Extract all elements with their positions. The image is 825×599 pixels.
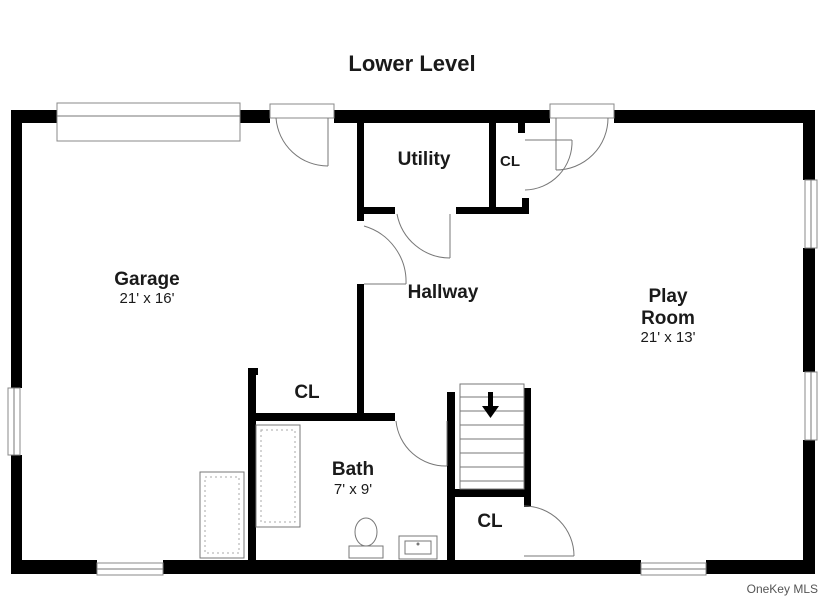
down-arrow-icon — [482, 392, 499, 418]
garage-shower-stall — [199, 471, 245, 559]
wall-utility-bottom-left — [357, 207, 395, 214]
shower-stall-inner — [260, 429, 296, 523]
closet-stair-label: CL — [477, 511, 503, 532]
wall-closet-stair-right — [524, 497, 531, 507]
wall-stair-left — [447, 392, 455, 574]
bath-dimensions: 7' x 9' — [334, 481, 372, 498]
sink-icon — [398, 535, 438, 560]
garage-label: Garage — [114, 269, 179, 290]
wall-closet-left-stub — [248, 368, 258, 375]
playroom-dimensions: 21' x 13' — [641, 329, 696, 346]
wall-top-center — [334, 110, 550, 123]
wall-top-left — [11, 110, 57, 123]
wall-stair-right — [524, 388, 531, 498]
playroom-entry-door-frame — [549, 103, 615, 119]
windows — [7, 102, 818, 576]
garage-entry-door-swing — [275, 117, 329, 167]
utility-door-swing — [396, 213, 451, 259]
room-labels: Garage 21' x 16' Utility CL Hallway Play… — [114, 149, 695, 532]
wall-right-bottom — [803, 440, 815, 574]
hallway-label: Hallway — [408, 282, 479, 303]
garage-door-window — [56, 102, 241, 142]
closet-garage-label: CL — [294, 382, 320, 403]
wall-top-right — [614, 110, 815, 123]
wall-closet-right-stub — [357, 368, 364, 374]
wall-bath-top — [248, 413, 395, 421]
wall-hall-left — [357, 284, 364, 420]
staircase — [459, 383, 525, 490]
wall-left-upper — [11, 110, 22, 388]
mls-credit: OneKey MLS — [747, 582, 818, 596]
playroom-label-line2: Room — [641, 308, 695, 329]
stair-closet-door-swing — [523, 505, 575, 557]
doors — [269, 103, 615, 557]
wall-utility-closet-divider — [489, 121, 496, 214]
shower-stall — [255, 424, 301, 528]
playroom-entry-door-swing — [555, 117, 609, 171]
wall-bath-left — [248, 368, 256, 574]
wall-bottom-left — [11, 560, 97, 574]
utility-label: Utility — [398, 149, 451, 170]
closet-top-label: CL — [500, 153, 520, 170]
plan-title: Lower Level — [348, 51, 475, 76]
interior-walls — [248, 121, 531, 574]
wall-utility-left — [357, 121, 364, 221]
wall-closet-stub — [522, 198, 529, 214]
wall-closet-top-stub — [518, 121, 525, 133]
wall-top-garage-mid — [240, 110, 270, 123]
garage-dimensions: 21' x 16' — [120, 290, 175, 307]
wall-right-top — [803, 110, 815, 180]
wall-stair-bottom — [447, 489, 531, 497]
toilet-icon — [348, 517, 384, 559]
wall-right-middle — [803, 248, 815, 372]
bath-label: Bath — [332, 459, 374, 480]
wall-bottom-right — [706, 560, 815, 574]
bath-door-swing — [395, 420, 448, 467]
bath-fixtures — [199, 424, 438, 560]
hall-garage-door-swing — [363, 225, 407, 285]
wall-left-lower — [11, 455, 22, 574]
garage-entry-door-frame — [269, 103, 335, 119]
playroom-label-line1: Play — [648, 286, 688, 307]
exterior-walls — [11, 110, 815, 574]
wall-bottom-center — [163, 560, 641, 574]
closet-top-door-swing — [524, 139, 573, 191]
garage-shower-inner — [204, 476, 240, 554]
